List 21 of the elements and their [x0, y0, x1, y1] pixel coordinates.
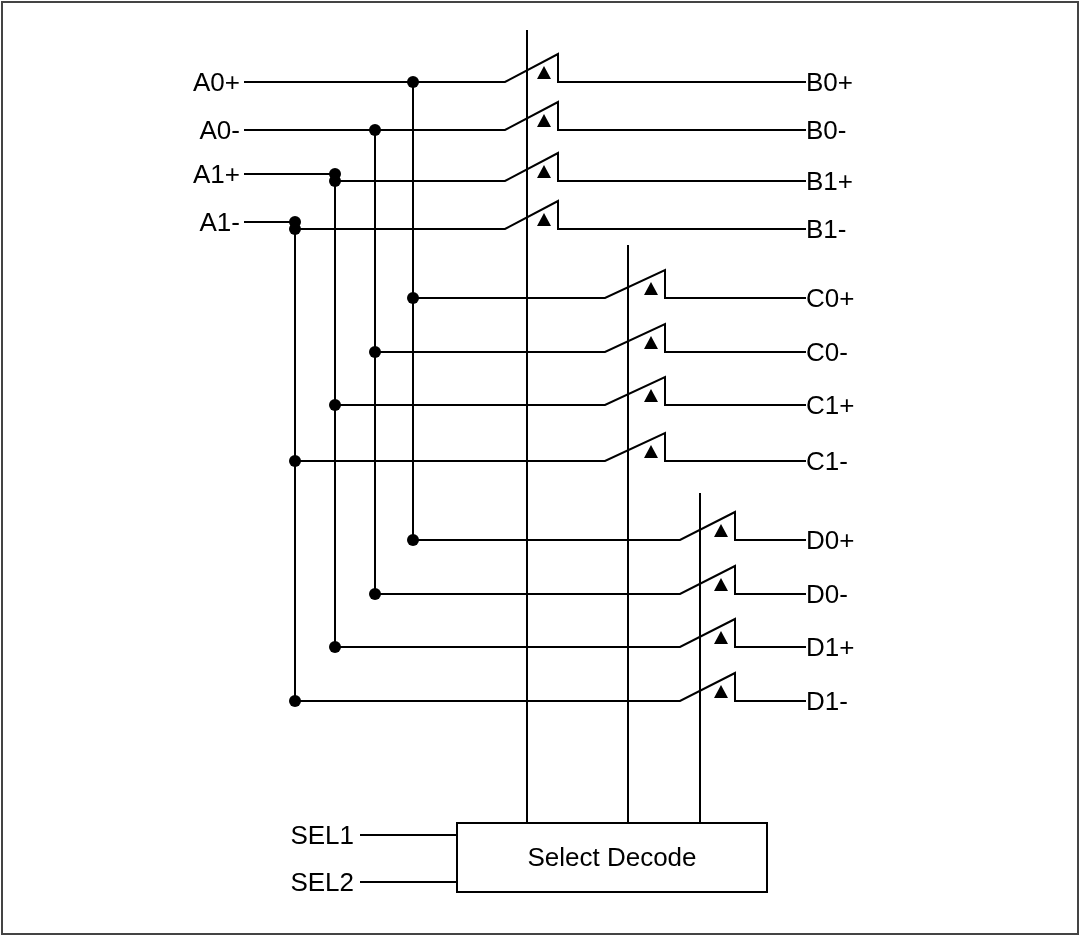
decoder-box: Select Decode [456, 822, 768, 893]
pin-label: D0+ [806, 525, 855, 555]
pin-label: D0- [806, 579, 848, 609]
wire [359, 834, 457, 836]
pin-label: A1+ [193, 159, 240, 189]
pin-label: SEL1 [290, 820, 354, 850]
pin-label: B0+ [806, 67, 853, 97]
pin-label: A0- [199, 115, 240, 145]
pin-label: C0- [806, 337, 848, 367]
pin-label: SEL2 [290, 867, 354, 897]
pin-label: B0- [806, 115, 847, 145]
pin-label: A0+ [193, 67, 240, 97]
pin-label: B1+ [806, 166, 853, 196]
wire [359, 881, 457, 883]
pin-label: C0+ [806, 283, 855, 313]
pin-label: D1- [806, 686, 848, 716]
pin-label: C1- [806, 446, 848, 476]
pin-label: D1+ [806, 632, 855, 662]
pin-label: B1- [806, 214, 847, 244]
pin-label: C1+ [806, 390, 855, 420]
pin-label: A1- [199, 207, 240, 237]
